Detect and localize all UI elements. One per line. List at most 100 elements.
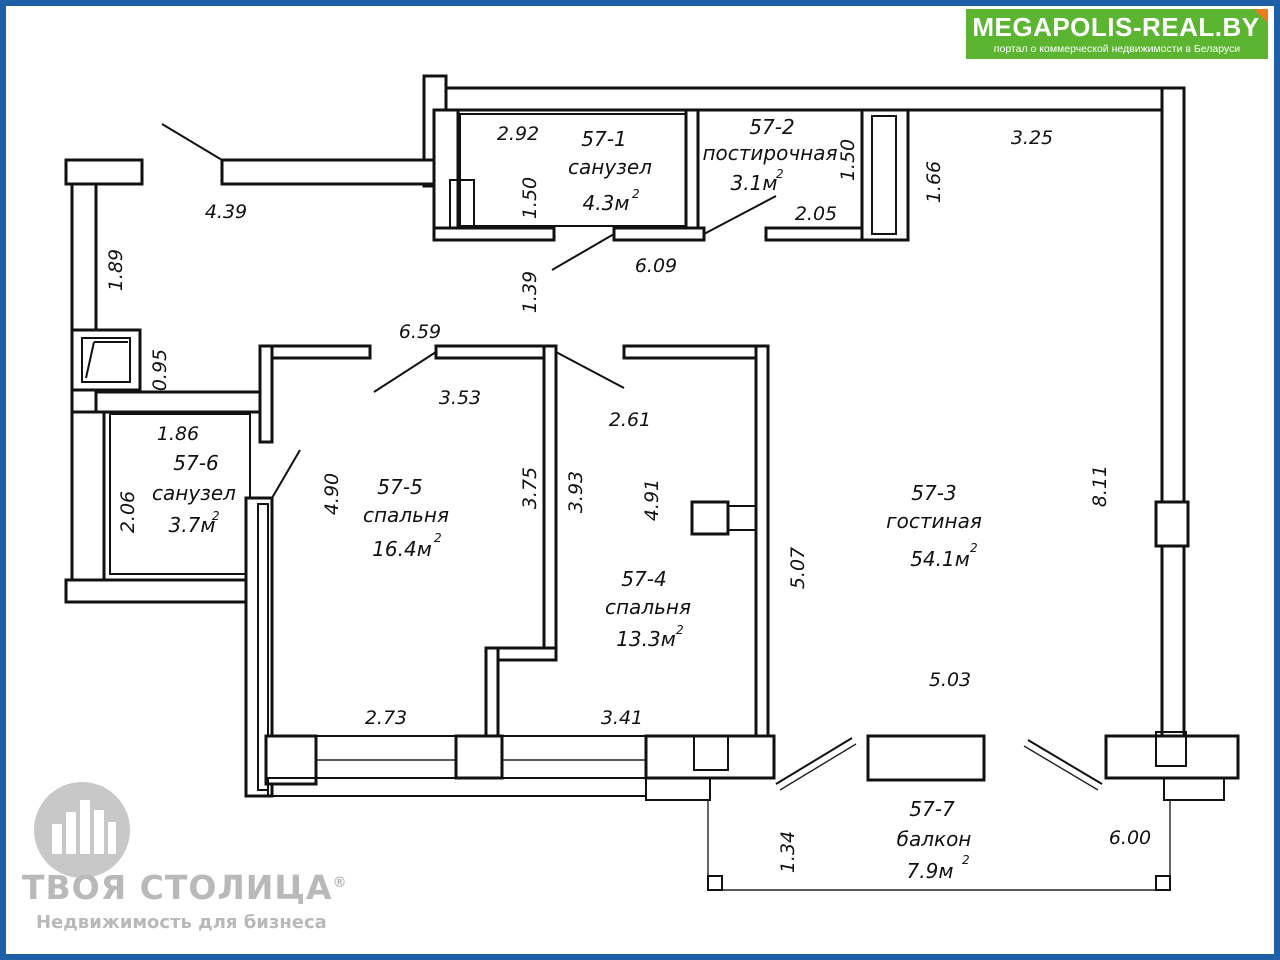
door-bed4 bbox=[555, 351, 625, 389]
room-name: санузел bbox=[152, 481, 236, 505]
wall-right-outer bbox=[1160, 86, 1186, 742]
wall-facade-block-3 bbox=[644, 734, 776, 780]
dimension-label: 1.66 bbox=[923, 161, 945, 203]
room-area: 16.4м bbox=[372, 537, 432, 561]
wall-left-vertical bbox=[70, 182, 98, 332]
wall-bed5-stub bbox=[258, 344, 274, 444]
room-id: 57-1 bbox=[581, 127, 626, 151]
dimension-label: 4.90 bbox=[321, 473, 343, 515]
bath6-inner bbox=[109, 413, 251, 575]
room-labels: 57-1 санузел 4.3м 2 57-2 постирочная 3.1… bbox=[152, 115, 982, 883]
wall-facade-block-1 bbox=[264, 734, 318, 786]
room-area-exponent: 2 bbox=[212, 509, 220, 523]
room-name: гостиная bbox=[886, 509, 982, 533]
door-bath6 bbox=[271, 449, 301, 499]
door-balcony-left bbox=[775, 737, 853, 785]
wall-facade-block-right bbox=[1104, 734, 1240, 780]
bed4-column-niche bbox=[727, 505, 757, 531]
wall-laundry-bottom-left bbox=[612, 226, 706, 242]
dimension-labels: 2.92 1.50 1.50 1.66 3.25 4.39 1.89 2.05 … bbox=[105, 123, 1151, 873]
dimension-label: 1.50 bbox=[837, 139, 859, 181]
facade-column-right bbox=[1155, 731, 1187, 767]
room-area-exponent: 2 bbox=[434, 531, 442, 545]
room-name: постирочная bbox=[702, 141, 837, 165]
room-id: 57-3 bbox=[911, 481, 956, 505]
room-name: спальня bbox=[605, 595, 691, 619]
wall-bath6-top bbox=[94, 390, 274, 414]
dimension-label: 2.73 bbox=[365, 707, 407, 729]
room-id: 57-4 bbox=[621, 567, 666, 591]
wall-bath1-bottom bbox=[432, 226, 556, 242]
room-area-exponent: 2 bbox=[776, 167, 784, 181]
dimension-label: 2.92 bbox=[497, 123, 539, 145]
dimension-label: 3.25 bbox=[1011, 127, 1053, 149]
banner-title: MEGAPOLIS-REAL.BY bbox=[972, 12, 1260, 42]
facade-ledge-right bbox=[1163, 777, 1225, 801]
laundry-shaft bbox=[871, 115, 897, 235]
room-area: 3.1м bbox=[731, 171, 778, 195]
wall-corridor-top bbox=[220, 158, 448, 186]
door-bath1 bbox=[551, 233, 615, 271]
dimension-label: 3.93 bbox=[565, 471, 587, 513]
wall-bed4-column bbox=[690, 500, 730, 536]
door-balcony-right bbox=[1027, 739, 1103, 785]
wall-bed-divider-lower bbox=[484, 646, 500, 740]
wall-bed5-top-right bbox=[434, 344, 558, 360]
wall-top-outer bbox=[444, 86, 1186, 112]
walls bbox=[64, 74, 1240, 891]
doors bbox=[161, 123, 1103, 791]
bath1-shaft bbox=[449, 179, 475, 229]
bed5-left-inner bbox=[257, 503, 269, 791]
dimension-label: 4.91 bbox=[641, 479, 663, 521]
door-bed5 bbox=[373, 351, 437, 393]
dimension-label: 6.00 bbox=[1109, 827, 1151, 849]
room-area-exponent: 2 bbox=[970, 541, 978, 555]
dimension-label: 1.50 bbox=[519, 177, 541, 219]
banner-corner-flag bbox=[1254, 9, 1268, 23]
dimension-label: 1.86 bbox=[157, 423, 199, 445]
wall-bed4-top bbox=[622, 344, 770, 360]
window-1 bbox=[315, 735, 457, 779]
room-area-exponent: 2 bbox=[962, 853, 970, 867]
room-area: 13.3м bbox=[616, 627, 676, 651]
dimension-label: 1.89 bbox=[105, 249, 127, 291]
room-name: балкон bbox=[897, 827, 972, 851]
wall-bed4-right bbox=[754, 344, 770, 742]
room-name: санузел bbox=[568, 155, 652, 179]
room-name: спальня bbox=[363, 503, 449, 527]
wall-left-top-block bbox=[64, 158, 144, 186]
site-banner[interactable]: MEGAPOLIS-REAL.BY портал о коммерческой … bbox=[966, 9, 1268, 59]
watermark-name-text: ТВОЯ СТОЛИЦА bbox=[22, 868, 333, 907]
watermark-tagline: Недвижимость для бизнеса bbox=[36, 912, 327, 933]
facade-sill bbox=[267, 777, 647, 797]
room-id: 57-2 bbox=[749, 115, 794, 139]
building-logo-icon bbox=[34, 782, 130, 878]
dimension-label: 0.95 bbox=[149, 349, 171, 391]
wall-facade-block-2 bbox=[454, 734, 504, 780]
dimension-label: 4.39 bbox=[205, 201, 247, 223]
door-balcony-left-inner bbox=[779, 743, 857, 791]
watermark-registered: ® bbox=[332, 875, 348, 891]
room-area-exponent: 2 bbox=[676, 623, 684, 637]
wall-laundry-column bbox=[860, 108, 910, 242]
watermark-name: ТВОЯ СТОЛИЦА® bbox=[22, 868, 348, 907]
room-area-exponent: 2 bbox=[632, 187, 640, 201]
balcony-post-right bbox=[1155, 875, 1171, 891]
room-id: 57-5 bbox=[377, 475, 422, 499]
door-entrance bbox=[161, 123, 223, 161]
wall-bath1-right bbox=[684, 108, 700, 234]
wall-right-column bbox=[1154, 500, 1190, 548]
vent-diagonal bbox=[85, 341, 95, 379]
banner-subtitle: портал о коммерческой недвижимости в Бел… bbox=[993, 43, 1241, 55]
balcony-post-left bbox=[707, 875, 723, 891]
wall-bath6-bottom bbox=[64, 578, 250, 604]
vent-inner bbox=[81, 337, 131, 383]
dimension-label: 6.09 bbox=[635, 255, 677, 277]
dimension-label: 6.59 bbox=[399, 321, 441, 343]
room-area: 4.3м bbox=[583, 191, 630, 215]
wall-bed-divider-upper bbox=[542, 344, 558, 662]
dimension-label: 5.03 bbox=[929, 669, 971, 691]
room-area: 3.7м bbox=[169, 513, 216, 537]
